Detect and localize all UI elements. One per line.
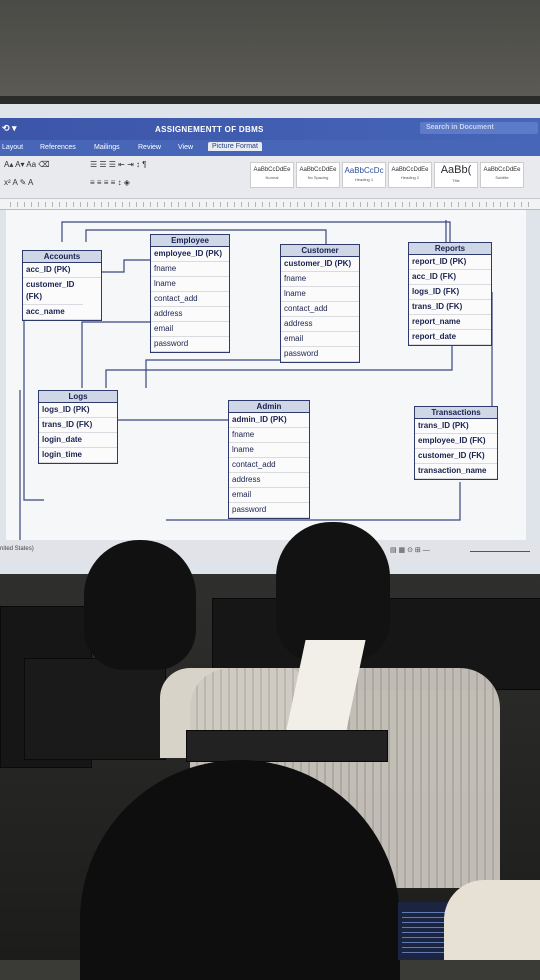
student-head [84,540,196,670]
tab-view[interactable]: View [178,144,194,151]
entity-employee[interactable]: Employee employee_ID (PK) fname lname co… [150,234,230,353]
entity-title: Logs [39,391,117,403]
tab-mailings[interactable]: Mailings [94,144,120,151]
entity-attribute: trans_ID (FK) [39,418,117,433]
entity-accounts[interactable]: Accounts acc_ID (PK) customer_ID (FK) ac… [22,250,102,321]
entity-title: Transactions [415,407,497,419]
entity-attribute: address [229,473,309,488]
entity-attribute: lname [229,443,309,458]
list-icons[interactable]: ☰ ☰ ☰ ⇤ ⇥ ↕ ¶ [90,160,147,169]
align-icons[interactable]: ≡ ≡ ≡ ≡ ↕ ◈ [90,178,130,187]
entity-attribute: lname [281,287,359,302]
tab-layout[interactable]: Layout [2,144,24,151]
entity-customer[interactable]: Customer customer_ID (PK) fname lname co… [280,244,360,363]
entity-attribute: password [229,503,309,518]
view-icons[interactable]: ▤ ▦ ⊙ ⊞ — [390,547,430,554]
entity-attribute: employee_ID (FK) [415,434,497,449]
tab-references[interactable]: References [40,144,76,151]
monitor-back [186,730,388,762]
entity-transactions[interactable]: Transactions trans_ID (PK) employee_ID (… [414,406,498,480]
computer-case [24,658,166,760]
entity-attribute: acc_ID (FK) [409,270,491,285]
zoom-slider[interactable] [470,551,530,552]
quick-access-icons[interactable]: ⟲ ▾ [2,123,17,133]
document-title: ASSIGNEMENTT OF DBMS [155,125,264,134]
tab-picture-format[interactable]: Picture Format [208,142,262,151]
entity-title: Accounts [23,251,101,263]
ribbon: A▴ A▾ Aa ⌫ x² A ✎ A ☰ ☰ ☰ ⇤ ⇥ ↕ ¶ ≡ ≡ ≡ … [0,156,540,199]
entity-attribute: acc_name [23,305,101,320]
student-shoulder [444,880,540,960]
title-bar: ⟲ ▾ ASSIGNEMENTT OF DBMS Search in Docum… [0,118,540,140]
entity-attribute: employee_ID (PK) [151,247,229,262]
entity-attribute: admin_ID (PK) [229,413,309,428]
entity-attribute: address [151,307,229,322]
entity-attribute: fname [229,428,309,443]
entity-attribute: report_ID (PK) [409,255,491,270]
entity-attribute: email [151,322,229,337]
entity-attribute: acc_ID (PK) [23,263,101,278]
entity-attribute: login_time [39,448,117,463]
font-size-icon[interactable]: A▴ A▾ Aa ⌫ [4,160,50,169]
tab-review[interactable]: Review [138,144,161,151]
ribbon-tabs: Layout References Mailings Review View P… [0,140,540,156]
classroom-wall [0,0,540,100]
ruler [0,199,540,210]
entity-attribute: customer_ID (FK) [23,278,83,305]
entity-logs[interactable]: Logs logs_ID (PK) trans_ID (FK) login_da… [38,390,118,464]
entity-attribute: logs_ID (FK) [409,285,491,300]
entity-attribute: customer_ID (PK) [281,257,359,272]
font-color-icon[interactable]: x² A ✎ A [4,178,34,187]
entity-attribute: lname [151,277,229,292]
entity-attribute: login_date [39,433,117,448]
entity-attribute: email [281,332,359,347]
entity-attribute: fname [151,262,229,277]
entity-reports[interactable]: Reports report_ID (PK) acc_ID (FK) logs_… [408,242,492,346]
entity-attribute: logs_ID (PK) [39,403,117,418]
language-status: nited States) [0,546,34,552]
entity-attribute: password [281,347,359,362]
entity-attribute: contact_add [281,302,359,317]
entity-attribute: email [229,488,309,503]
student-head [276,522,390,662]
entity-attribute: password [151,337,229,352]
entity-attribute: trans_ID (FK) [409,300,491,315]
entity-title: Customer [281,245,359,257]
search-input[interactable]: Search in Document [420,122,538,134]
entity-title: Reports [409,243,491,255]
style-title[interactable]: AaBb(Title [434,162,478,188]
projected-word-window: ⟲ ▾ ASSIGNEMENTT OF DBMS Search in Docum… [0,104,540,574]
entity-title: Admin [229,401,309,413]
entity-attribute: transaction_name [415,464,497,479]
entity-title: Employee [151,235,229,247]
entity-attribute: address [281,317,359,332]
entity-attribute: customer_ID (FK) [415,449,497,464]
screen-frame [0,96,540,106]
entity-admin[interactable]: Admin admin_ID (PK) fname lname contact_… [228,400,310,519]
entity-attribute: contact_add [229,458,309,473]
entity-attribute: fname [281,272,359,287]
entity-attribute: trans_ID (PK) [415,419,497,434]
entity-attribute: report_date [409,330,491,345]
entity-attribute: contact_add [151,292,229,307]
status-bar: nited States) ▤ ▦ ⊙ ⊞ — [0,542,540,562]
entity-attribute: report_name [409,315,491,330]
